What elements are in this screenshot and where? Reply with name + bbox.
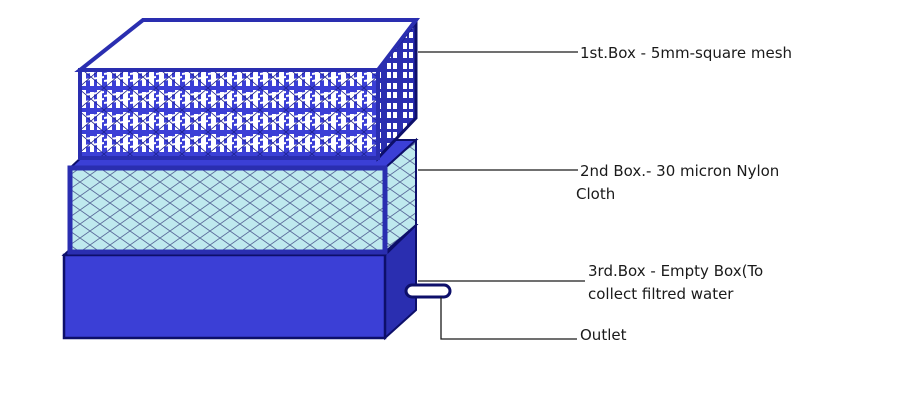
- label-box-2-line-1: 2nd Box.- 30 micron Nylon: [580, 162, 779, 180]
- box-1-mesh: [74, 17, 421, 162]
- box-1-top-face: [74, 18, 421, 72]
- leader-line-outlet: [440, 297, 577, 340]
- label-box-1: 1st.Box - 5mm-square mesh: [580, 44, 792, 62]
- outlet-pipe: [404, 283, 452, 299]
- box-1-front-face: [78, 68, 380, 160]
- box-3-front-face: [62, 253, 387, 340]
- box-2-front-face: [67, 165, 388, 255]
- label-outlet: Outlet: [580, 326, 627, 344]
- leader-lines: [418, 51, 585, 340]
- label-box-3-line-2: collect filtred water: [588, 285, 734, 303]
- label-box-3-line-1: 3rd.Box - Empty Box(To: [588, 262, 763, 280]
- label-box-2-line-2: Cloth: [576, 185, 615, 203]
